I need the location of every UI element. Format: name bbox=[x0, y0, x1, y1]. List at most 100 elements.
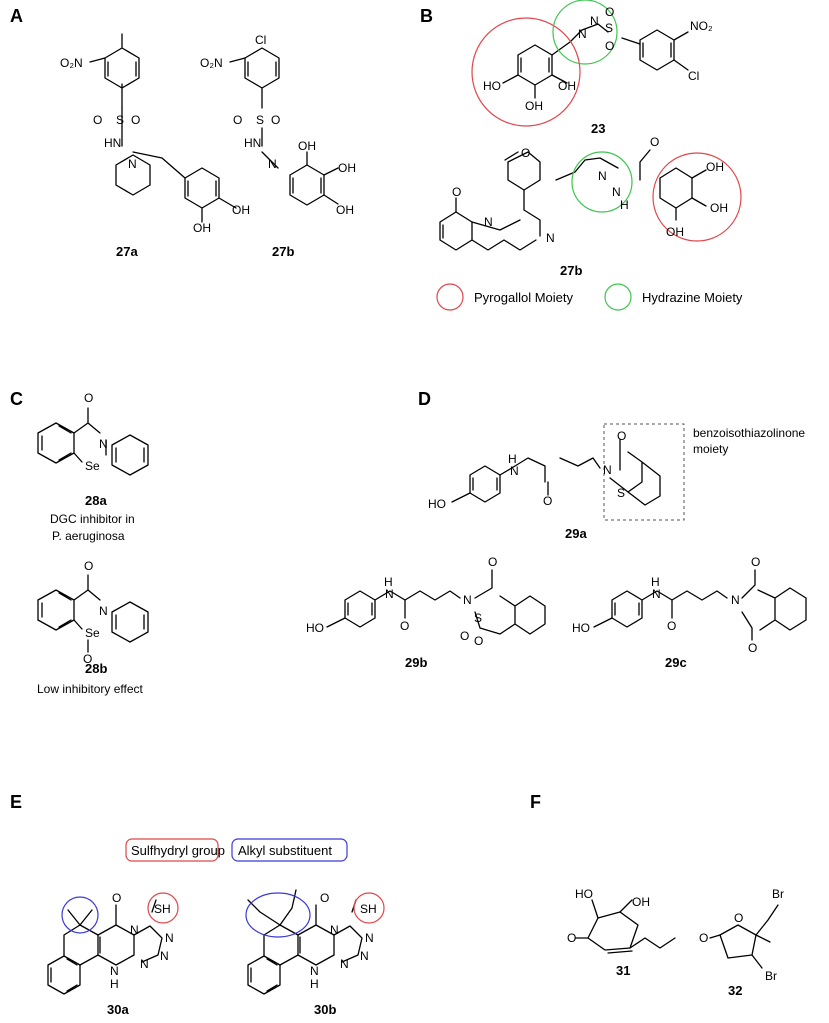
atom-oh: OH bbox=[338, 161, 356, 175]
atom-o: O bbox=[474, 634, 483, 648]
atom-o: O bbox=[84, 391, 93, 405]
atom-ho: HO bbox=[306, 621, 324, 635]
atom-n: N bbox=[385, 587, 394, 601]
atom-o: O bbox=[488, 555, 497, 569]
compound-28a: 28a bbox=[85, 493, 107, 508]
atom-n: N bbox=[340, 957, 349, 971]
panel-label-c: C bbox=[10, 389, 23, 409]
atom-cl: Cl bbox=[688, 69, 699, 83]
hydrazine-circle-27b bbox=[571, 151, 633, 213]
atom-cl: Cl bbox=[255, 33, 266, 47]
atom-se: Se bbox=[85, 459, 100, 473]
atom-oh: OH bbox=[232, 203, 250, 217]
atom-hn: HN bbox=[244, 136, 261, 150]
legend-pyrogallol-marker bbox=[436, 283, 464, 311]
legend-sulfhydryl: Sulfhydryl group bbox=[131, 843, 225, 858]
atom-h: H bbox=[310, 977, 319, 991]
sulfhydryl-circle-30a bbox=[147, 892, 179, 924]
atom-n: N bbox=[612, 185, 621, 199]
atom-h: H bbox=[508, 452, 517, 466]
atom-o: O bbox=[320, 891, 329, 905]
atom-h: H bbox=[110, 977, 119, 991]
legend-hydrazine-marker bbox=[604, 283, 632, 311]
note-28a-line1: DGC inhibitor in bbox=[50, 512, 135, 526]
atom-o: O bbox=[605, 39, 614, 53]
atom-n: N bbox=[99, 604, 108, 618]
legend-pyrogallol: Pyrogallol Moiety bbox=[474, 290, 573, 305]
structure-27a bbox=[89, 33, 237, 223]
atom-no2: NO₂ bbox=[690, 19, 713, 33]
structure-31 bbox=[575, 899, 676, 954]
atom-h: H bbox=[620, 198, 629, 212]
atom-o: O bbox=[112, 891, 121, 905]
atom-n: N bbox=[546, 231, 555, 245]
atom-o: O bbox=[667, 619, 676, 633]
atom-n: N bbox=[330, 923, 339, 937]
atom-o: O bbox=[400, 619, 409, 633]
atom-n: N bbox=[110, 964, 119, 978]
note-28b: Low inhibitory effect bbox=[37, 682, 144, 696]
compound-28b: 28b bbox=[85, 661, 107, 676]
atom-o: O bbox=[83, 652, 92, 666]
atom-ho: HO bbox=[428, 497, 446, 511]
atom-oh: OH bbox=[666, 225, 684, 239]
compound-30a: 30a bbox=[107, 1002, 129, 1017]
atom-oh: OH bbox=[706, 160, 724, 174]
compound-27b-b: 27b bbox=[560, 263, 582, 278]
structure-30b bbox=[247, 889, 363, 995]
atom-oh: OH bbox=[193, 221, 211, 235]
compound-29b: 29b bbox=[405, 655, 427, 670]
atom-n: N bbox=[590, 14, 599, 28]
atom-o: O bbox=[460, 629, 469, 643]
atom-ho: HO bbox=[572, 621, 590, 635]
atom-n: N bbox=[365, 931, 374, 945]
pyrogallol-circle-27b bbox=[652, 152, 742, 242]
structure-29b bbox=[326, 569, 546, 635]
atom-sh: SH bbox=[154, 902, 171, 916]
atom-br: Br bbox=[765, 969, 777, 983]
panel-label-a: A bbox=[10, 6, 23, 26]
atom-n: N bbox=[160, 949, 169, 963]
structure-23 bbox=[502, 23, 689, 99]
atom-n: N bbox=[652, 587, 661, 601]
panel-label-b: B bbox=[420, 6, 433, 26]
atom-sh: SH bbox=[360, 902, 377, 916]
compound-23: 23 bbox=[591, 121, 605, 136]
structure-28a bbox=[37, 407, 149, 476]
atom-o: O bbox=[521, 146, 530, 160]
panel-label-d: D bbox=[418, 389, 431, 409]
atom-n: N bbox=[510, 464, 519, 478]
atom-o2n: O₂N bbox=[60, 56, 83, 70]
hydrazine-circle-23 bbox=[552, 0, 618, 65]
benzoisothiazolinone-label-line2: moiety bbox=[693, 442, 728, 456]
atom-n: N bbox=[578, 27, 587, 41]
atom-o: O bbox=[605, 5, 614, 19]
legend-alkyl: Alkyl substituent bbox=[238, 843, 332, 858]
atom-o: O bbox=[271, 113, 280, 127]
atom-o: O bbox=[617, 429, 626, 443]
atom-s: S bbox=[256, 113, 264, 127]
compound-29c: 29c bbox=[665, 655, 687, 670]
atom-n: N bbox=[140, 957, 149, 971]
alkyl-circle-30a bbox=[61, 896, 99, 934]
atom-o: O bbox=[84, 559, 93, 573]
benzoisothiazolinone-box bbox=[603, 423, 685, 521]
atom-n: N bbox=[128, 157, 137, 171]
atom-h: H bbox=[651, 575, 660, 589]
atom-n: N bbox=[268, 157, 277, 171]
atom-h: H bbox=[384, 575, 393, 589]
atom-oh: OH bbox=[298, 139, 316, 153]
structure-27b-b bbox=[439, 149, 707, 251]
atom-o: O bbox=[543, 494, 552, 508]
atom-o: O bbox=[751, 555, 760, 569]
structure-29a bbox=[451, 439, 661, 506]
atom-n: N bbox=[99, 437, 108, 451]
atom-oh: OH bbox=[558, 79, 576, 93]
atom-n: N bbox=[165, 931, 174, 945]
atom-n: N bbox=[598, 169, 607, 183]
atom-n: N bbox=[603, 463, 612, 477]
legend-sulfhydryl-box bbox=[125, 838, 219, 862]
atom-o: O bbox=[567, 931, 576, 945]
structure-30a bbox=[47, 899, 163, 995]
